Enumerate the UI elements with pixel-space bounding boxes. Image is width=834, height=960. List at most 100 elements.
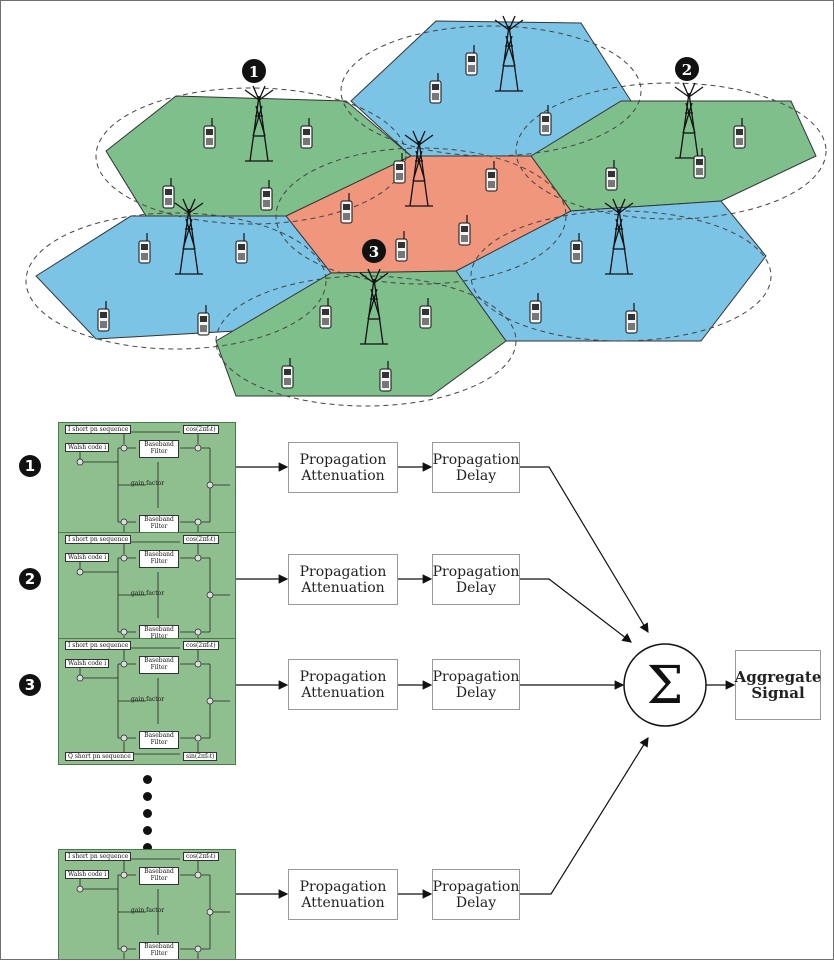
baseband-filter-top: Baseband Filter — [139, 550, 179, 568]
row-marker-3-label: 3 — [24, 676, 36, 694]
cell-bottom — [215, 270, 507, 397]
mobile-handsets — [97, 45, 746, 392]
handset-icon — [97, 301, 110, 332]
handset-icon — [393, 153, 406, 184]
row-marker-2: 2 — [19, 568, 41, 590]
handset-icon — [300, 118, 313, 149]
i-pn-sequence-label: I short pn sequence — [65, 641, 132, 650]
coverage-ellipse — [95, 87, 407, 225]
cell-marker-2: 2 — [675, 57, 699, 81]
base-stations — [174, 15, 704, 345]
handset-icon — [162, 178, 175, 209]
arrow-delay2-to-sum — [519, 578, 632, 643]
ellipsis-dot — [143, 809, 152, 818]
walsh-code-label: Walsh code i — [65, 870, 110, 879]
aggregate-signal-block: Aggregate Signal — [735, 650, 821, 720]
row-marker-1: 1 — [19, 455, 41, 477]
propagation-attenuation-3: Propagation Attenuation — [288, 659, 398, 710]
handset-icon — [203, 118, 216, 149]
handset-icon — [235, 233, 248, 264]
walsh-code-label: Walsh code i — [65, 553, 110, 562]
propagation-delay-1: Propagation Delay — [432, 442, 520, 493]
summation-node — [623, 643, 707, 727]
tower-icon — [494, 15, 524, 92]
i-pn-sequence-label: I short pn sequence — [65, 852, 132, 861]
coverage-ellipse — [515, 82, 827, 220]
propagation-attenuation-2: Propagation Attenuation — [288, 554, 398, 605]
propagation-attenuation-n: Propagation Attenuation — [288, 869, 398, 920]
sin-carrier-label: sin(2πf₀t) — [183, 752, 218, 761]
transmitter-block-3: I short pn sequence Walsh code i Q short… — [58, 638, 236, 765]
gain-factor-label: gain factor — [131, 696, 165, 703]
tower-icon — [404, 130, 434, 207]
propagation-delay-3: Propagation Delay — [432, 659, 520, 710]
handset-icon — [485, 161, 498, 192]
row-marker-3: 3 — [19, 674, 41, 696]
i-pn-sequence-label: I short pn sequence — [65, 535, 132, 544]
handset-icon — [281, 358, 294, 389]
ellipsis-dot — [143, 843, 152, 852]
baseband-filter-bottom: Baseband Filter — [139, 942, 179, 959]
baseband-filter-top: Baseband Filter — [139, 867, 179, 885]
handset-icon — [429, 73, 442, 104]
tower-icon — [244, 85, 274, 162]
handset-icon — [465, 45, 478, 76]
cos-carrier-label: cos(2πf₀t) — [183, 852, 219, 861]
handset-icon — [529, 293, 542, 324]
handset-icon — [319, 298, 332, 329]
row-marker-1-label: 1 — [24, 457, 36, 475]
handset-icon — [340, 193, 353, 224]
handset-icon — [605, 160, 618, 191]
cos-carrier-label: cos(2πf₀t) — [183, 641, 219, 650]
cell-marker-3: 3 — [362, 239, 386, 263]
cell-marker-3-label: 3 — [369, 243, 379, 261]
handset-icon — [733, 118, 746, 149]
cos-carrier-label: cos(2πf₀t) — [183, 535, 219, 544]
cell-marker-1-label: 1 — [249, 63, 259, 81]
handset-icon — [379, 361, 392, 392]
baseband-filter-top: Baseband Filter — [139, 440, 179, 458]
handset-icon — [458, 215, 471, 246]
tower-icon — [359, 268, 389, 345]
coverage-ellipse — [25, 212, 327, 350]
gain-factor-label: gain factor — [131, 480, 165, 487]
q-pn-sequence-label: Q short pn sequence — [65, 752, 134, 761]
transmitter-wiring — [66, 541, 230, 649]
handset-icon — [138, 233, 151, 264]
handset-icon — [693, 148, 706, 179]
handset-icon — [419, 298, 432, 329]
transmitter-block-4: I short pn sequence Walsh code i Q short… — [58, 849, 236, 959]
coverage-ellipse — [215, 275, 517, 407]
ellipsis-dot — [143, 826, 152, 835]
gain-factor-label: gain factor — [131, 590, 165, 597]
tower-icon — [674, 82, 704, 159]
summation-symbol: Σ — [647, 656, 684, 716]
ellipsis-dot — [143, 792, 152, 801]
cell-network-illustration: 1 2 3 — [25, 15, 827, 407]
cos-carrier-label: cos(2πf₀t) — [183, 425, 219, 434]
walsh-code-label: Walsh code i — [65, 659, 110, 668]
i-pn-sequence-label: I short pn sequence — [65, 425, 132, 434]
walsh-code-label: Walsh code i — [65, 443, 110, 452]
handset-icon — [395, 231, 408, 262]
handset-icon — [260, 180, 273, 211]
arrow-delayn-to-sum — [519, 736, 649, 895]
baseband-filter-bottom: Baseband Filter — [139, 731, 179, 749]
handset-icon — [570, 233, 583, 264]
propagation-delay-n: Propagation Delay — [432, 869, 520, 920]
propagation-attenuation-1: Propagation Attenuation — [288, 442, 398, 493]
tower-icon — [604, 198, 634, 275]
gain-factor-label: gain factor — [131, 907, 165, 914]
row-marker-2-label: 2 — [24, 570, 36, 588]
baseband-filter-top: Baseband Filter — [139, 656, 179, 674]
handset-icon — [625, 303, 638, 334]
handset-icon — [197, 305, 210, 336]
propagation-delay-2: Propagation Delay — [432, 554, 520, 605]
cell-marker-1: 1 — [242, 59, 266, 83]
handset-icon — [539, 105, 552, 136]
transmitter-block-1: I short pn sequence Walsh code i Q short… — [58, 422, 236, 549]
tower-icon — [174, 198, 204, 275]
ellipsis-dot — [143, 775, 152, 784]
